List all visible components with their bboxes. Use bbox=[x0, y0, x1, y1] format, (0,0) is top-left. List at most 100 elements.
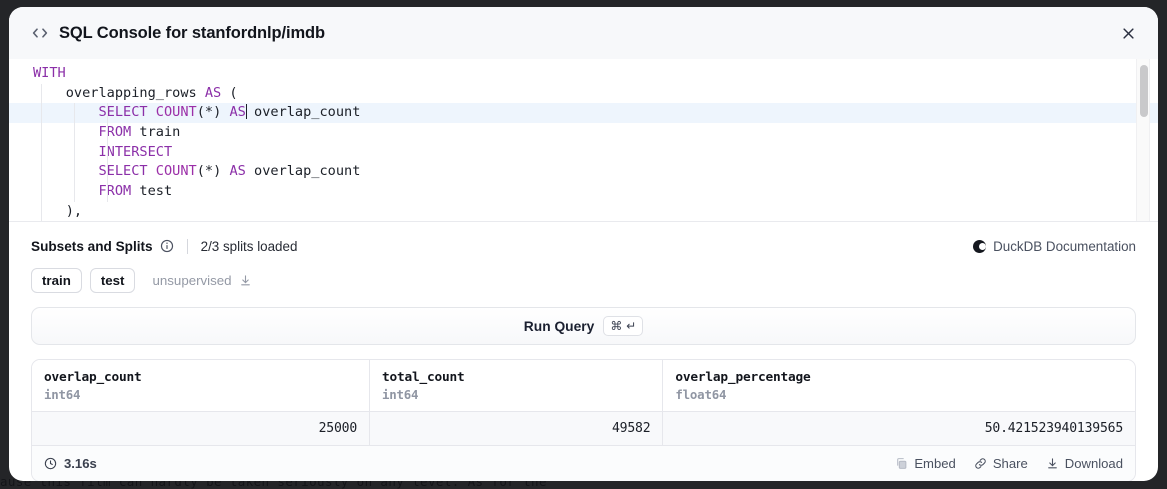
sql-editor-content[interactable]: WITH overlapping_rows AS ( SELECT COUNT(… bbox=[9, 59, 1158, 221]
split-chip-unsupervised[interactable]: unsupervised bbox=[143, 268, 262, 293]
code-line[interactable]: overlapping_rows AS ( bbox=[9, 83, 1158, 104]
code-line[interactable]: FROM train bbox=[9, 123, 1158, 143]
duckdb-logo-icon bbox=[973, 239, 987, 253]
modal-titlebar: SQL Console for stanfordnlp/imdb bbox=[9, 7, 1158, 59]
editor-scrollbar-thumb[interactable] bbox=[1140, 65, 1148, 117]
code-token bbox=[33, 124, 98, 140]
duckdb-documentation-link[interactable]: DuckDB Documentation bbox=[973, 239, 1136, 254]
table-cell: 25000 bbox=[32, 411, 371, 445]
column-type: int64 bbox=[44, 387, 81, 402]
indent-guide bbox=[73, 162, 75, 183]
code-token: ( bbox=[221, 84, 238, 101]
indent-guide bbox=[41, 83, 43, 104]
subsets-title: Subsets and Splits bbox=[31, 238, 153, 254]
code-token bbox=[148, 163, 156, 179]
column-name: overlap_count bbox=[44, 370, 142, 385]
run-query-label: Run Query bbox=[523, 318, 595, 334]
split-chip-train[interactable]: train bbox=[31, 268, 82, 293]
code-token: INTERSECT bbox=[98, 143, 173, 160]
indent-guide bbox=[73, 103, 75, 124]
embed-label: Embed bbox=[914, 456, 956, 471]
code-token: (*) bbox=[196, 163, 230, 180]
code-token: test bbox=[131, 183, 173, 200]
code-token: AS bbox=[204, 84, 222, 101]
code-token: train bbox=[131, 124, 181, 141]
indent-guide bbox=[106, 142, 108, 163]
indent-guide bbox=[73, 182, 75, 202]
download-icon[interactable] bbox=[239, 274, 252, 287]
code-line[interactable]: FROM test bbox=[9, 182, 1158, 202]
download-label: Download bbox=[1064, 456, 1123, 471]
info-icon[interactable] bbox=[160, 239, 174, 253]
copy-icon bbox=[895, 457, 908, 470]
code-line[interactable]: WITH bbox=[9, 64, 1158, 84]
code-line[interactable]: INTERSECT bbox=[9, 142, 1158, 163]
column-name: overlap_percentage bbox=[675, 370, 811, 385]
code-token bbox=[33, 104, 98, 120]
download-button[interactable]: Download bbox=[1046, 456, 1123, 471]
share-button[interactable]: Share bbox=[974, 456, 1028, 471]
code-token: FROM bbox=[98, 124, 132, 141]
code-token: overlap_count bbox=[245, 163, 361, 180]
indent-guide bbox=[41, 201, 43, 221]
code-line[interactable]: ), bbox=[9, 201, 1158, 221]
text-cursor bbox=[245, 104, 247, 120]
divider bbox=[186, 238, 188, 254]
indent-guide bbox=[73, 123, 75, 143]
indent-guide bbox=[73, 142, 75, 163]
splits-loaded-status: 2/3 splits loaded bbox=[200, 238, 298, 254]
code-token bbox=[33, 144, 98, 160]
split-chip-label: unsupervised bbox=[152, 273, 232, 288]
close-icon[interactable] bbox=[1114, 19, 1142, 47]
column-header[interactable]: overlap_count int64 bbox=[32, 360, 371, 412]
code-line[interactable]: SELECT COUNT(*) AS overlap_count bbox=[9, 162, 1158, 183]
page-title: SQL Console for stanfordnlp/imdb bbox=[59, 23, 325, 42]
run-query-section: Run Query ⌘ ↵ bbox=[9, 293, 1158, 345]
column-type: float64 bbox=[675, 387, 727, 402]
results-footer: 3.16s Embed Share Download bbox=[32, 445, 1135, 481]
code-token: overlap_count bbox=[245, 104, 361, 121]
column-name: total_count bbox=[382, 370, 465, 385]
table-cell: 50.421523940139565 bbox=[662, 411, 1135, 445]
indent-guide bbox=[41, 162, 43, 183]
column-header[interactable]: overlap_percentage float64 bbox=[662, 360, 1135, 412]
query-timing-value: 3.16s bbox=[64, 456, 97, 471]
indent-guide bbox=[106, 123, 108, 143]
code-token: ), bbox=[33, 202, 83, 219]
results-actions: Embed Share Download bbox=[895, 456, 1123, 471]
embed-button[interactable]: Embed bbox=[895, 456, 956, 471]
sql-console-modal: SQL Console for stanfordnlp/imdb WITH ov… bbox=[9, 7, 1158, 481]
split-chip-test[interactable]: test bbox=[89, 268, 136, 293]
subsets-and-splits-section: Subsets and Splits 2/3 splits loaded Duc… bbox=[9, 222, 1158, 293]
run-query-shortcut-badge: ⌘ ↵ bbox=[603, 316, 644, 336]
code-line[interactable]: SELECT COUNT(*) AS overlap_count bbox=[9, 103, 1158, 124]
editor-vertical-scrollbar[interactable] bbox=[1136, 59, 1150, 221]
indent-guide bbox=[41, 182, 43, 202]
share-label: Share bbox=[992, 456, 1028, 471]
indent-guide bbox=[41, 103, 43, 124]
subsets-header: Subsets and Splits 2/3 splits loaded Duc… bbox=[31, 235, 1136, 257]
download-icon bbox=[1046, 457, 1059, 470]
duckdb-documentation-label: DuckDB Documentation bbox=[993, 238, 1136, 254]
run-query-button[interactable]: Run Query ⌘ ↵ bbox=[31, 307, 1136, 345]
code-token: COUNT bbox=[155, 163, 197, 180]
code-token bbox=[148, 104, 156, 120]
code-token: SELECT bbox=[98, 163, 148, 180]
code-token: FROM bbox=[98, 183, 132, 200]
table-cell: 49582 bbox=[369, 411, 664, 445]
code-token: WITH bbox=[33, 65, 66, 81]
indent-guide bbox=[41, 142, 43, 163]
sql-editor[interactable]: WITH overlapping_rows AS ( SELECT COUNT(… bbox=[9, 59, 1158, 222]
code-token bbox=[33, 183, 98, 199]
code-token: AS bbox=[229, 163, 246, 180]
split-chip-label: test bbox=[100, 273, 125, 288]
code-tag-icon bbox=[29, 22, 51, 44]
split-chip-label: train bbox=[42, 273, 71, 288]
